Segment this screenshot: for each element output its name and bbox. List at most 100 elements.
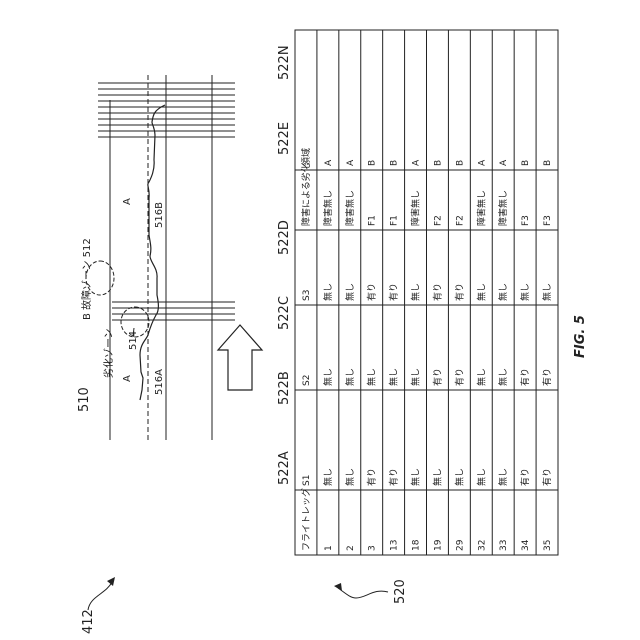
table-cell: 障害無し: [344, 190, 356, 226]
table-cell: 障害無し: [497, 190, 509, 226]
table-cell: 無し: [475, 283, 487, 301]
table-cell: B: [521, 160, 531, 166]
table-cell: 無し: [431, 468, 443, 486]
table-cell: A: [477, 159, 487, 166]
table-cell: A: [346, 159, 356, 166]
data-table: フライトレッグS1S2S3障害による劣化領域1無し無し無し障害無しA2無し無し無…: [295, 30, 558, 555]
table-cell: 有り: [541, 468, 553, 486]
table-cell: 34: [521, 539, 531, 551]
table-cell: 無し: [366, 368, 378, 386]
table-cell: 有り: [431, 368, 443, 386]
table-cell: F3: [521, 215, 531, 226]
column-ref-522d: 522D: [277, 220, 292, 255]
table-cell: 障害無し: [475, 190, 487, 226]
table-cell: 有り: [366, 468, 378, 486]
column-refs: 522A 522B 522C 522D 522E 522N: [277, 45, 292, 485]
table-cell: F2: [433, 215, 443, 226]
table-cell: 無し: [322, 283, 334, 301]
table-grid: [295, 30, 558, 555]
ref-520: 520: [393, 579, 408, 604]
table-header-cell: フライトレッグ: [300, 488, 312, 551]
table-cell: F1: [368, 215, 378, 226]
table-cell: 無し: [410, 283, 422, 301]
table-cell: 32: [477, 540, 487, 551]
letter-a-left: A: [122, 375, 133, 382]
table-cell: 無し: [497, 468, 509, 486]
table-cell: 無し: [388, 368, 400, 386]
line-bundle-1: [112, 302, 235, 320]
table-cell: A: [499, 159, 509, 166]
table-header-cell: 領域: [300, 148, 312, 166]
column-ref-522b: 522B: [277, 371, 292, 405]
diagram-ref-510: 510: [77, 387, 92, 412]
table-cell: 3: [368, 545, 378, 551]
table-cell: 無し: [541, 283, 553, 301]
table-cell: 有り: [541, 368, 553, 386]
table-cell: 有り: [519, 368, 531, 386]
zone-diagram: 510: [77, 75, 262, 440]
path-ref-516a: 516A: [154, 369, 165, 395]
table-header-cell: S2: [302, 375, 312, 386]
flight-path: [140, 105, 165, 400]
table-cell: 無し: [344, 468, 356, 486]
table-cell: 有り: [388, 283, 400, 301]
table-cell: 有り: [519, 468, 531, 486]
table-header-cell: 障害による劣化: [300, 163, 312, 226]
table-cell: 13: [390, 540, 400, 551]
path-ref-516b: 516B: [154, 202, 165, 228]
table-cell: B: [543, 160, 553, 166]
table-cell: 無し: [344, 368, 356, 386]
table-cell: 33: [499, 540, 509, 551]
table-cell: 18: [412, 539, 422, 551]
table-cell: 無し: [475, 468, 487, 486]
direction-arrow: [218, 325, 262, 390]
degrade-zone-label: 劣化ゾーン: [102, 329, 115, 379]
table-cell: 無し: [344, 283, 356, 301]
table-cell: 障害無し: [322, 190, 334, 226]
table-cell: B: [433, 160, 443, 166]
ref-520-arrow: [338, 588, 388, 598]
column-ref-522c: 522C: [277, 296, 292, 330]
rotated-figure: 412 520 510: [77, 30, 588, 634]
table-cell: 障害無し: [410, 190, 422, 226]
table-cell: F3: [543, 215, 553, 226]
table-cell: 有り: [431, 283, 443, 301]
fault-zone-letter: B: [82, 313, 93, 320]
column-ref-522a: 522A: [277, 451, 292, 485]
table-cell: 29: [455, 539, 465, 551]
table-cell: B: [368, 160, 378, 166]
ref-412-arrowhead: [107, 577, 115, 586]
table-cell: 有り: [388, 468, 400, 486]
table-cell: F2: [455, 215, 465, 226]
ref-412-arrow: [88, 582, 112, 610]
table-cell: 無し: [497, 283, 509, 301]
table-cell: 無し: [497, 368, 509, 386]
table-cell: 19: [433, 539, 443, 551]
table-cell: 2: [346, 545, 356, 551]
column-ref-522n: 522N: [277, 45, 292, 80]
table-cell: 無し: [322, 468, 334, 486]
table-cell: A: [324, 159, 334, 166]
table-cell: 無し: [410, 368, 422, 386]
ref-520-arrowhead: [334, 583, 342, 591]
table-cell: 無し: [322, 368, 334, 386]
table-cell: A: [412, 159, 422, 166]
table-cell: 有り: [453, 368, 465, 386]
table-cell: 無し: [453, 468, 465, 486]
fault-zone-label: 故障ゾーン 512: [80, 238, 93, 310]
column-ref-522e: 522E: [277, 122, 292, 155]
ref-412: 412: [81, 609, 96, 634]
table-cell: 無し: [475, 368, 487, 386]
table-cell: F1: [390, 215, 400, 226]
figure-label: FIG. 5: [573, 315, 588, 358]
table-cell: 35: [543, 540, 553, 551]
table-cell: B: [455, 160, 465, 166]
table-header-cell: S1: [302, 475, 312, 486]
letter-a-right: A: [122, 198, 133, 205]
table-cell: 1: [324, 545, 334, 551]
table-header-cell: S3: [302, 290, 312, 301]
table-cell: 無し: [519, 283, 531, 301]
table-cell: 有り: [366, 283, 378, 301]
table-cell: 無し: [410, 468, 422, 486]
